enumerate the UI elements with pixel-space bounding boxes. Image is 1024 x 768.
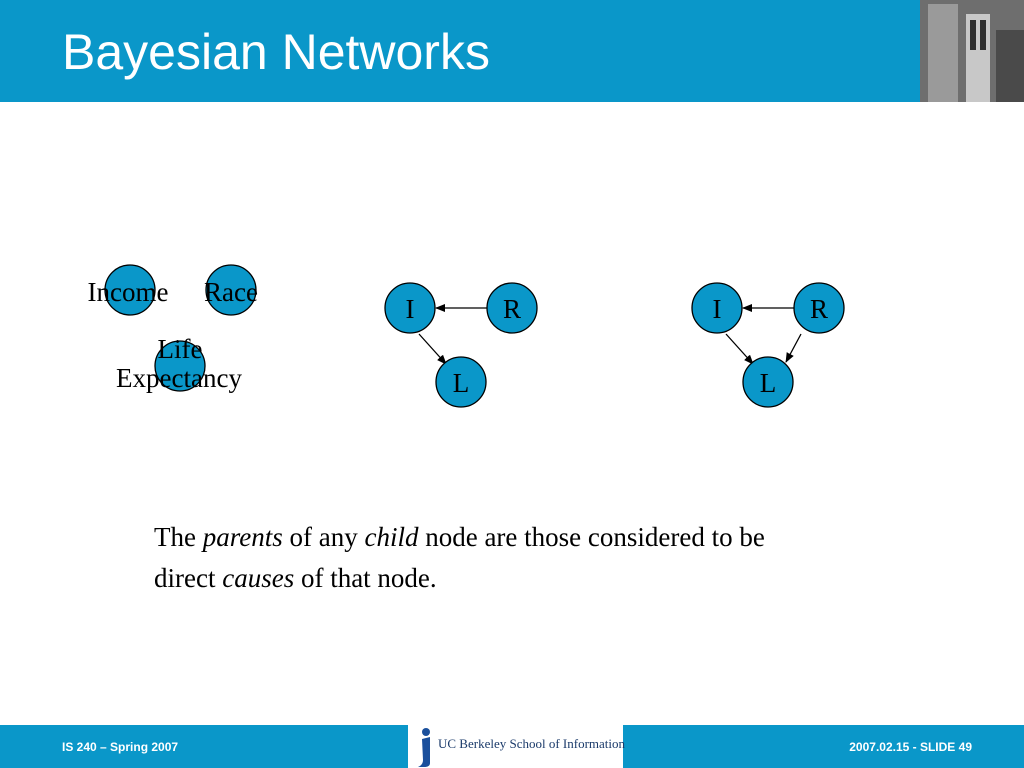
body-emphasis-causes: causes xyxy=(222,563,295,593)
body-emphasis-parents: parents xyxy=(202,522,283,552)
label-income: Income xyxy=(88,277,169,307)
edge-i-to-l xyxy=(725,333,754,365)
graph-three-edges: I R L xyxy=(691,282,845,408)
body-text-segment: The xyxy=(154,522,203,552)
info-i-icon xyxy=(418,728,430,767)
logo-text: UC Berkeley School of Information xyxy=(438,736,626,751)
node-l xyxy=(435,356,487,408)
node-i xyxy=(384,282,436,334)
edge-i-to-l xyxy=(418,333,447,365)
slide-title: Bayesian Networks xyxy=(62,24,490,80)
body-line-1: The parents of any child node are those … xyxy=(154,517,954,558)
label-i: I xyxy=(406,294,415,324)
campus-photo-graphic xyxy=(920,0,1024,102)
header-bar xyxy=(0,0,1024,102)
node-i xyxy=(691,282,743,334)
label-l: L xyxy=(760,368,777,398)
label-life: Life xyxy=(158,334,203,364)
campus-photo xyxy=(920,0,1024,102)
body-text-segment: direct xyxy=(154,563,223,593)
bayes-network-diagrams: Income Race Life Expectancy I R L I R L xyxy=(88,264,845,408)
body-text-segment: node are those considered to be xyxy=(418,522,765,552)
body-text-segment: of that node. xyxy=(294,563,437,593)
node-income xyxy=(104,264,156,316)
node-race xyxy=(205,264,257,316)
node-r xyxy=(793,282,845,334)
label-r: R xyxy=(503,294,521,324)
graph-two-edges: I R L xyxy=(384,282,538,408)
label-race: Race xyxy=(204,277,258,307)
footer-slide-number: 2007.02.15 - SLIDE 49 xyxy=(849,740,972,754)
edge-r-to-l xyxy=(785,333,802,363)
body-text: The parents of any child node are those … xyxy=(154,517,954,599)
label-expectancy: Expectancy xyxy=(116,363,242,393)
body-text-segment: of any xyxy=(282,522,365,552)
school-logo: UC Berkeley School of Information xyxy=(408,725,626,768)
body-emphasis-child: child xyxy=(364,522,419,552)
node-l xyxy=(742,356,794,408)
body-line-2: direct causes of that node. xyxy=(154,558,954,599)
node-life-expectancy xyxy=(154,340,206,392)
label-i: I xyxy=(713,294,722,324)
node-r xyxy=(486,282,538,334)
footer-course: IS 240 – Spring 2007 xyxy=(62,740,179,754)
graph-unconnected: Income Race Life Expectancy xyxy=(88,264,258,393)
label-l: L xyxy=(453,368,470,398)
label-r: R xyxy=(810,294,828,324)
